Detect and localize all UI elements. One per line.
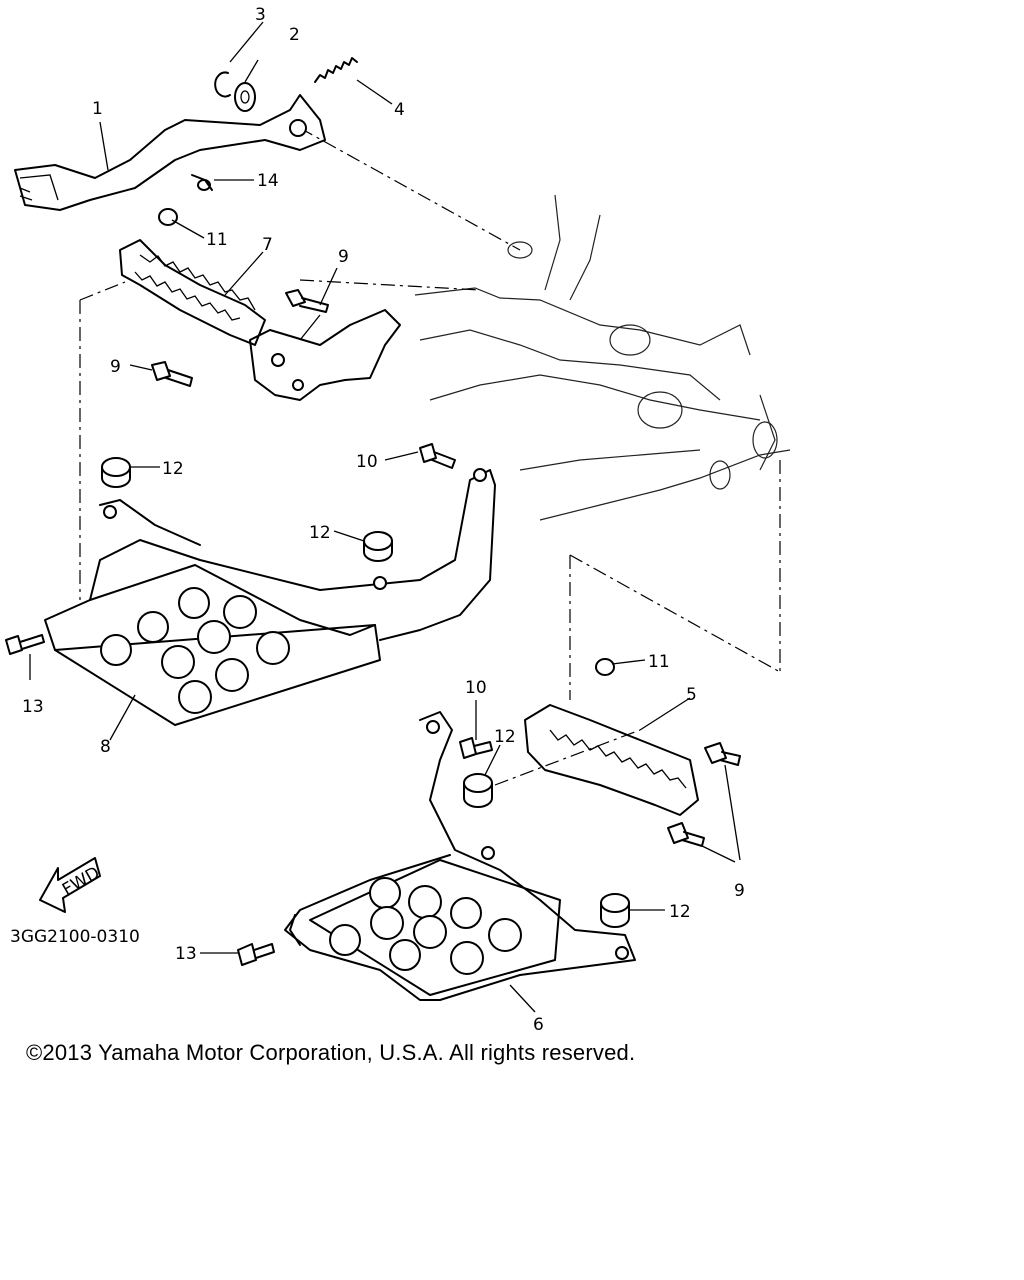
reference-code: 3GG2100-0310 — [10, 927, 140, 947]
callout-3: 3 — [255, 5, 266, 25]
callout-10-left: 10 — [356, 452, 378, 472]
copyright-notice: ©2013 Yamaha Motor Corporation, U.S.A. A… — [26, 1040, 636, 1065]
grommet-right-a — [463, 773, 493, 808]
callout-13-left: 13 — [22, 697, 44, 717]
callout-5: 5 — [686, 685, 697, 705]
return-spring — [314, 57, 358, 83]
bolt-right-upper — [704, 742, 741, 766]
callout-10-right: 10 — [465, 678, 487, 698]
callout-12-left-b: 12 — [309, 523, 331, 543]
footrest-right — [524, 658, 699, 816]
callout-9-upper: 9 — [338, 247, 349, 267]
reference-lines — [79, 127, 781, 786]
circlip — [214, 71, 231, 98]
callout-14: 14 — [257, 171, 279, 191]
grommet-left-b — [363, 531, 393, 562]
callout-8: 8 — [100, 737, 111, 757]
fwd-label: FWD — [59, 863, 103, 900]
callout-11-left: 11 — [206, 230, 228, 250]
grommet-left-a — [101, 457, 131, 488]
callout-13-right: 13 — [175, 944, 197, 964]
leader-lines — [29, 21, 741, 1013]
callout-2: 2 — [289, 25, 300, 45]
callout-4: 4 — [394, 100, 405, 120]
bolt-right-lower — [667, 822, 705, 847]
bolt-13-left — [5, 634, 45, 655]
callouts: 1 2 3 4 5 6 7 8 9 9 9 10 10 11 11 12 12 … — [22, 5, 745, 1035]
bolt-13-right — [237, 943, 275, 966]
bolt-10-left — [419, 443, 456, 469]
brake-pedal — [14, 94, 326, 211]
footrest-bracket-left — [249, 309, 401, 401]
callout-12-right-a: 12 — [494, 727, 516, 747]
footrest-left — [119, 208, 266, 346]
washer — [234, 82, 256, 112]
callout-7: 7 — [262, 235, 273, 255]
callout-6: 6 — [533, 1015, 544, 1035]
callout-12-right-b: 12 — [669, 902, 691, 922]
fwd-arrow-icon: FWD — [39, 857, 103, 913]
bolt-left-lower — [151, 361, 193, 387]
cotter-pin — [191, 174, 213, 191]
callout-1: 1 — [92, 99, 103, 119]
frame-outline — [414, 194, 791, 521]
footrest-plate-right — [284, 711, 636, 1001]
bolt-10-right — [459, 737, 493, 759]
callout-11-right: 11 — [648, 652, 670, 672]
bolt-left-upper — [285, 289, 329, 313]
footrest-plate-left — [44, 468, 496, 726]
callout-12-left-a: 12 — [162, 459, 184, 479]
callout-9-left: 9 — [110, 357, 121, 377]
grommet-right-b — [600, 893, 630, 928]
callout-9-right: 9 — [734, 881, 745, 901]
